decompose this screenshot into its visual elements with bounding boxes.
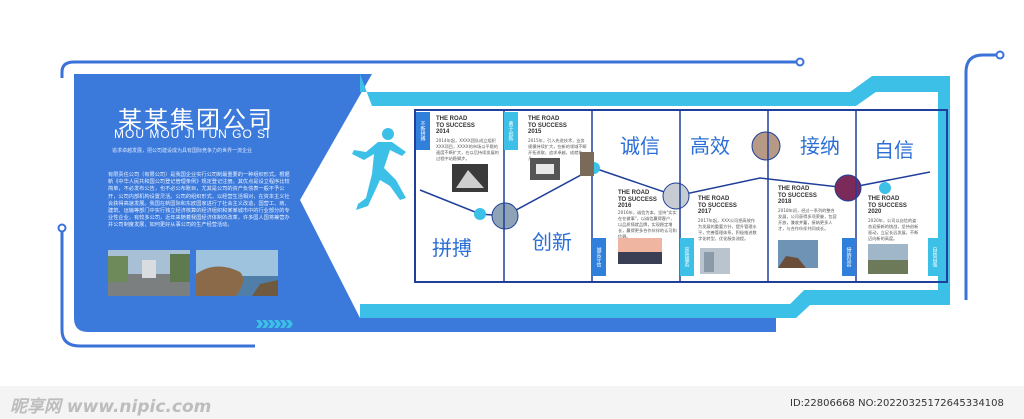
- tag-2018: 接纳包容: [842, 238, 856, 276]
- virtue-2017: 高效: [690, 134, 730, 158]
- virtue-2018: 接纳: [800, 134, 840, 158]
- timeline-node: [474, 208, 486, 220]
- timeline-node-photo: [834, 174, 862, 202]
- street-photo-image: [108, 250, 190, 296]
- watermark-bar: [0, 386, 1024, 419]
- road-title-2017: THE ROAD TO SUCCESS 2017: [698, 196, 737, 215]
- frame-dot: [57, 223, 67, 233]
- thumb-2020: [868, 244, 908, 274]
- tag-2015: 勇于创新: [504, 112, 518, 150]
- road-text-2018: 2018年初，经过一系列的整合发展，公司获得多项荣誉，包容开放，兼收并蓄，接纳更…: [778, 208, 837, 231]
- thumb-2016: [618, 238, 662, 264]
- road-text-2017: 2017年起，XXX公司把高效作为发展的重要方针，提升管理水平，完善管理体系，积…: [698, 218, 757, 241]
- timeline-border: [414, 109, 948, 283]
- thumb-2014: [452, 164, 488, 192]
- image-id: ID:22806668 NO:20220325172645334108: [790, 398, 1004, 409]
- road-title-2016: THE ROAD TO SUCCESS 2016: [618, 190, 657, 209]
- thumb-2018: [778, 240, 818, 268]
- virtue-2015: 创新: [532, 230, 572, 254]
- right-frame-line: [964, 53, 1000, 300]
- virtue-2016: 诚信: [620, 134, 660, 158]
- company-tagline: 追求卓越发展，把公司建设成为具有国际竞争力的世界一流企业: [112, 148, 253, 154]
- timeline-node-photo: [491, 202, 519, 230]
- road-title-2014: THE ROAD TO SUCCESS 2014: [436, 116, 475, 135]
- tag-2020: 自信自强: [928, 238, 942, 276]
- watermark-site: 昵享网 www.nipic.com: [10, 397, 212, 417]
- top-frame-line: [60, 60, 800, 78]
- timeline-node-photo: [751, 131, 781, 161]
- company-name-en: MOU MOU JI TUN GO SI: [114, 127, 271, 141]
- thumb-2016-a: [580, 152, 594, 176]
- thumb-2017: [700, 248, 730, 274]
- road-title-2020: THE ROAD TO SUCCESS 2020: [868, 196, 907, 215]
- virtue-2020: 自信: [874, 138, 914, 162]
- road-title-2018: THE ROAD TO SUCCESS 2018: [778, 186, 817, 205]
- cyan-frame: [360, 74, 950, 318]
- chevron-decoration-icon: [256, 320, 293, 328]
- frame-dot: [995, 50, 1005, 60]
- frame-dot: [795, 57, 805, 67]
- road-text-2016: 2016年，诚信为本，坚持"实实在在做事"，以诚信赢得客户，以品质铸就品牌，实现…: [618, 210, 677, 239]
- thumb-2015: [530, 158, 560, 180]
- company-intro: 有限责任公司（有限公司）是我国企业实行公司制最重要的一种组织形式。根据新《中华人…: [108, 172, 290, 229]
- timeline-node-photo: [662, 182, 690, 210]
- tag-2017: 高效服务: [680, 238, 694, 276]
- seaside-photo-image: [196, 250, 278, 296]
- company-name: 某某集团公司: [118, 106, 274, 134]
- tag-2016: 诚实守信: [592, 238, 606, 276]
- tag-2014: 不断拼搏: [416, 112, 430, 150]
- road-text-2014: 2014年起，XXXX团队成立组织XXX项目，XXXX的市场以平稳的速度不断扩大…: [436, 138, 499, 161]
- runner-icon: [352, 128, 406, 210]
- road-title-2015: THE ROAD TO SUCCESS 2015: [528, 116, 567, 135]
- road-text-2020: 2020年，公司以自信的姿态迎接新的挑战，坚持创新驱动，立足长远发展，不断迈向新…: [868, 218, 919, 241]
- seaside-photo: [196, 250, 278, 296]
- timeline-node: [879, 182, 891, 194]
- virtue-2014: 拼搏: [432, 236, 472, 260]
- left-frame-line: [60, 228, 255, 348]
- street-photo: [108, 250, 190, 296]
- road-text-2015: 2015年，引入先进技术，业务规模持续扩大，在新的领域不断开拓进取，追求卓越，成…: [528, 138, 587, 161]
